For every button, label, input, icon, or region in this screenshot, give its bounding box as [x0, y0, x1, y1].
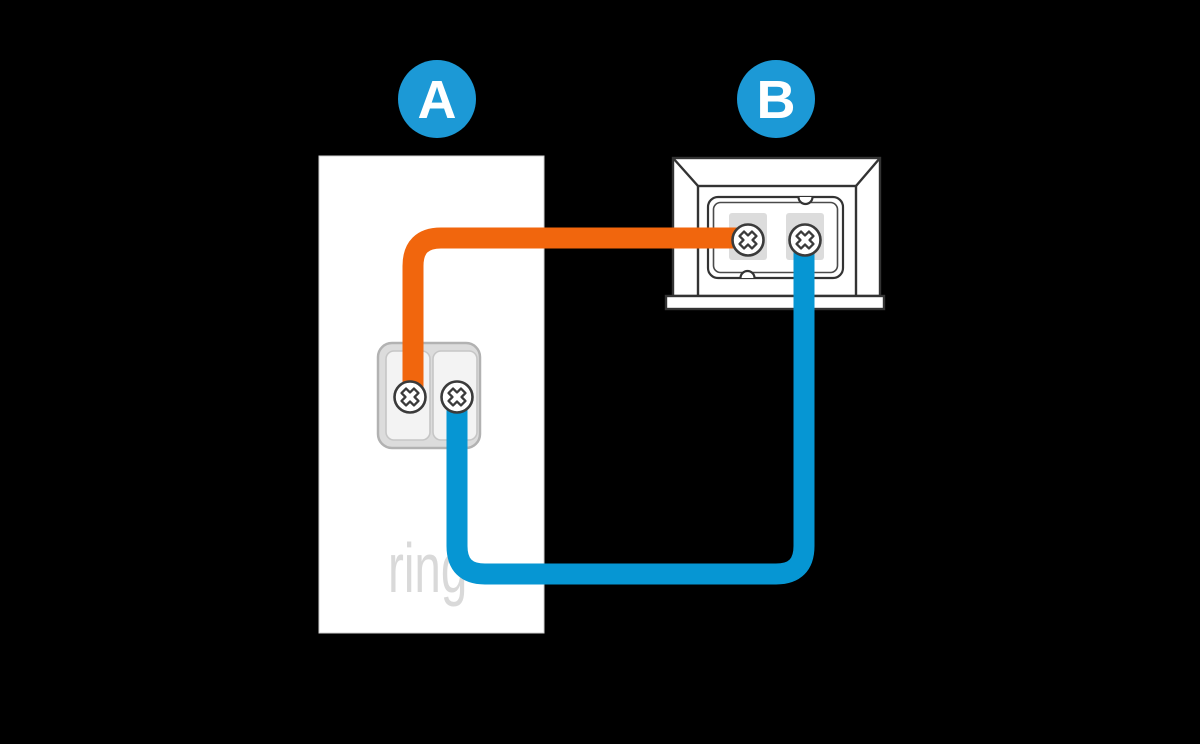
device-b-right-screw-icon: [788, 223, 822, 257]
device-b-left-screw-icon: [731, 223, 765, 257]
device-b-top-notch: [797, 196, 814, 206]
orange-wire: [402, 227, 749, 399]
device-b-box: [664, 156, 886, 311]
device-b-corner-diagonal-left: [672, 157, 699, 187]
badge-b: B: [737, 60, 815, 138]
device-b-bottom-notch: [739, 269, 756, 279]
badge-a: A: [398, 60, 476, 138]
badge-b-letter: B: [757, 70, 796, 130]
badge-b-circle: [737, 60, 815, 138]
badge-a-circle: [398, 60, 476, 138]
device-a-right-screw-icon: [440, 380, 474, 414]
device-b-bottom-ledge: [664, 294, 886, 311]
device-b-corner-diagonal-right: [855, 157, 881, 187]
device-a-left-screw-icon: [393, 380, 427, 414]
badge-a-letter: A: [418, 70, 457, 130]
blue-wire: [446, 239, 815, 585]
